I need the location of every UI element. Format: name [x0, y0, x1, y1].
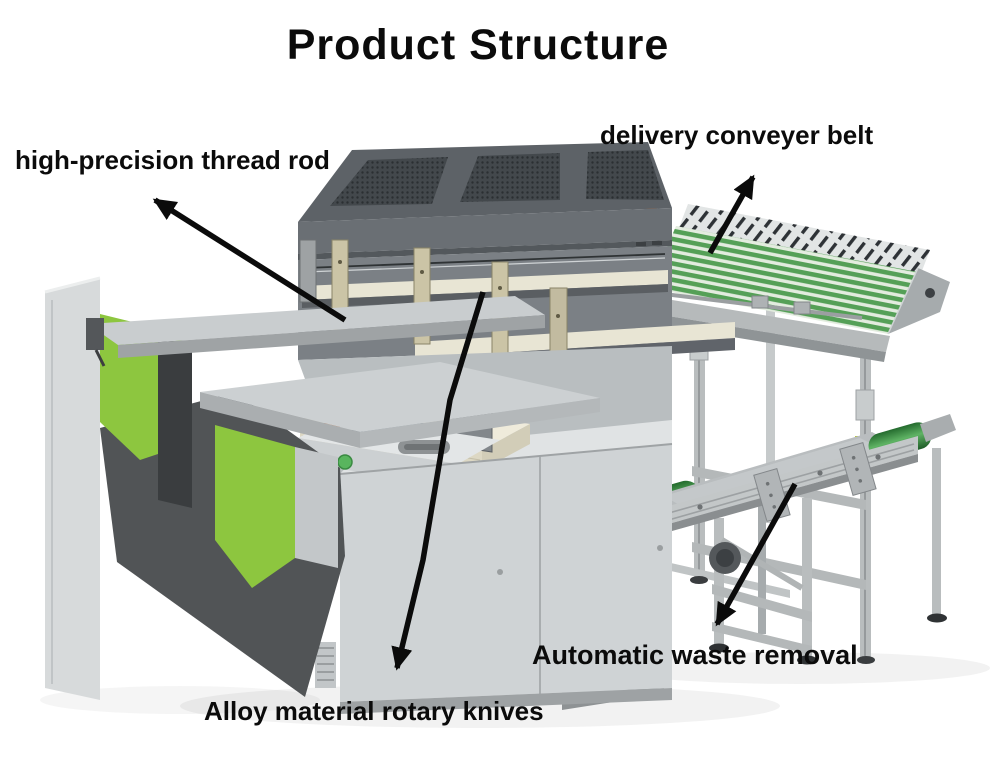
- top-cover: [298, 142, 672, 260]
- mesh-panel: [330, 157, 448, 206]
- waste-end-bracket: [920, 414, 956, 442]
- page-title: Product Structure: [286, 21, 670, 69]
- waste-removal-arrow: [714, 482, 798, 627]
- label-conveyor-belt: delivery conveyer belt: [600, 120, 874, 150]
- rotary-knives-arrow: [391, 291, 486, 671]
- start-button: [337, 454, 353, 470]
- label-rotary-knives: Alloy material rotary knives: [204, 696, 544, 726]
- mesh-panel: [586, 150, 664, 200]
- support-post: [158, 338, 192, 508]
- vent-grille: [315, 642, 336, 688]
- edge-clamp: [86, 318, 104, 350]
- left-cabinet: [44, 276, 101, 700]
- feed-table-lower: [200, 362, 600, 448]
- waste-conveyor: [632, 414, 956, 665]
- feed-table-upper: [86, 296, 545, 367]
- conveyor-belt-surface: [650, 226, 918, 334]
- conveyor-front-rail: [644, 296, 890, 352]
- left-infeed-section: [44, 276, 600, 700]
- label-thread-rod: high-precision thread rod: [15, 145, 330, 175]
- callout-arrows: [152, 174, 798, 671]
- conveyor-belt-arrow: [707, 174, 756, 255]
- mesh-panel: [460, 153, 560, 202]
- conveyor-guide-rail: [663, 292, 863, 320]
- conveyor-end-plate: [887, 267, 950, 335]
- thread-rod-highlight: [304, 257, 666, 273]
- front-doors: [315, 440, 673, 714]
- machine-base: [340, 688, 672, 714]
- upper-guide-rail: [302, 270, 668, 300]
- thread-rod-arrow: [152, 197, 347, 323]
- waste-conveyor-motor: [709, 542, 741, 574]
- thread-rod: [304, 253, 666, 269]
- green-panel-mid: [215, 425, 338, 588]
- label-waste-removal: Automatic waste removal: [532, 640, 858, 670]
